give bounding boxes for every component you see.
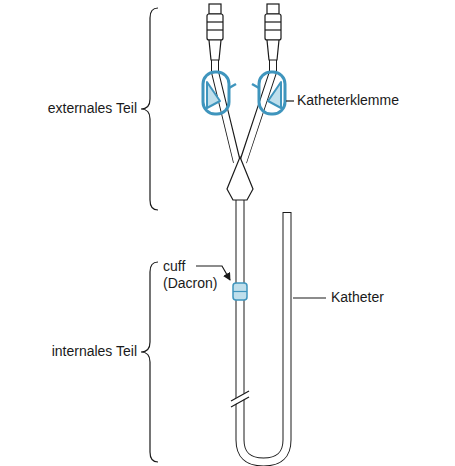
dacron-cuff — [233, 283, 247, 300]
break-mark — [231, 391, 249, 407]
catheter-tube — [240, 197, 287, 462]
part-label: internales Teil — [52, 343, 137, 360]
y-junction — [227, 157, 253, 200]
luer-connector — [207, 4, 281, 60]
part-label: Katheter — [331, 289, 384, 306]
bracket — [141, 262, 158, 462]
leader-line — [293, 297, 326, 298]
part-label: externales Teil — [48, 100, 137, 117]
catheter-clamp — [203, 72, 285, 114]
part-label: cuff (Dacron) — [163, 258, 225, 292]
bracket — [141, 8, 158, 210]
leader-line — [286, 100, 294, 101]
part-label: Katheterklemme — [297, 92, 399, 109]
